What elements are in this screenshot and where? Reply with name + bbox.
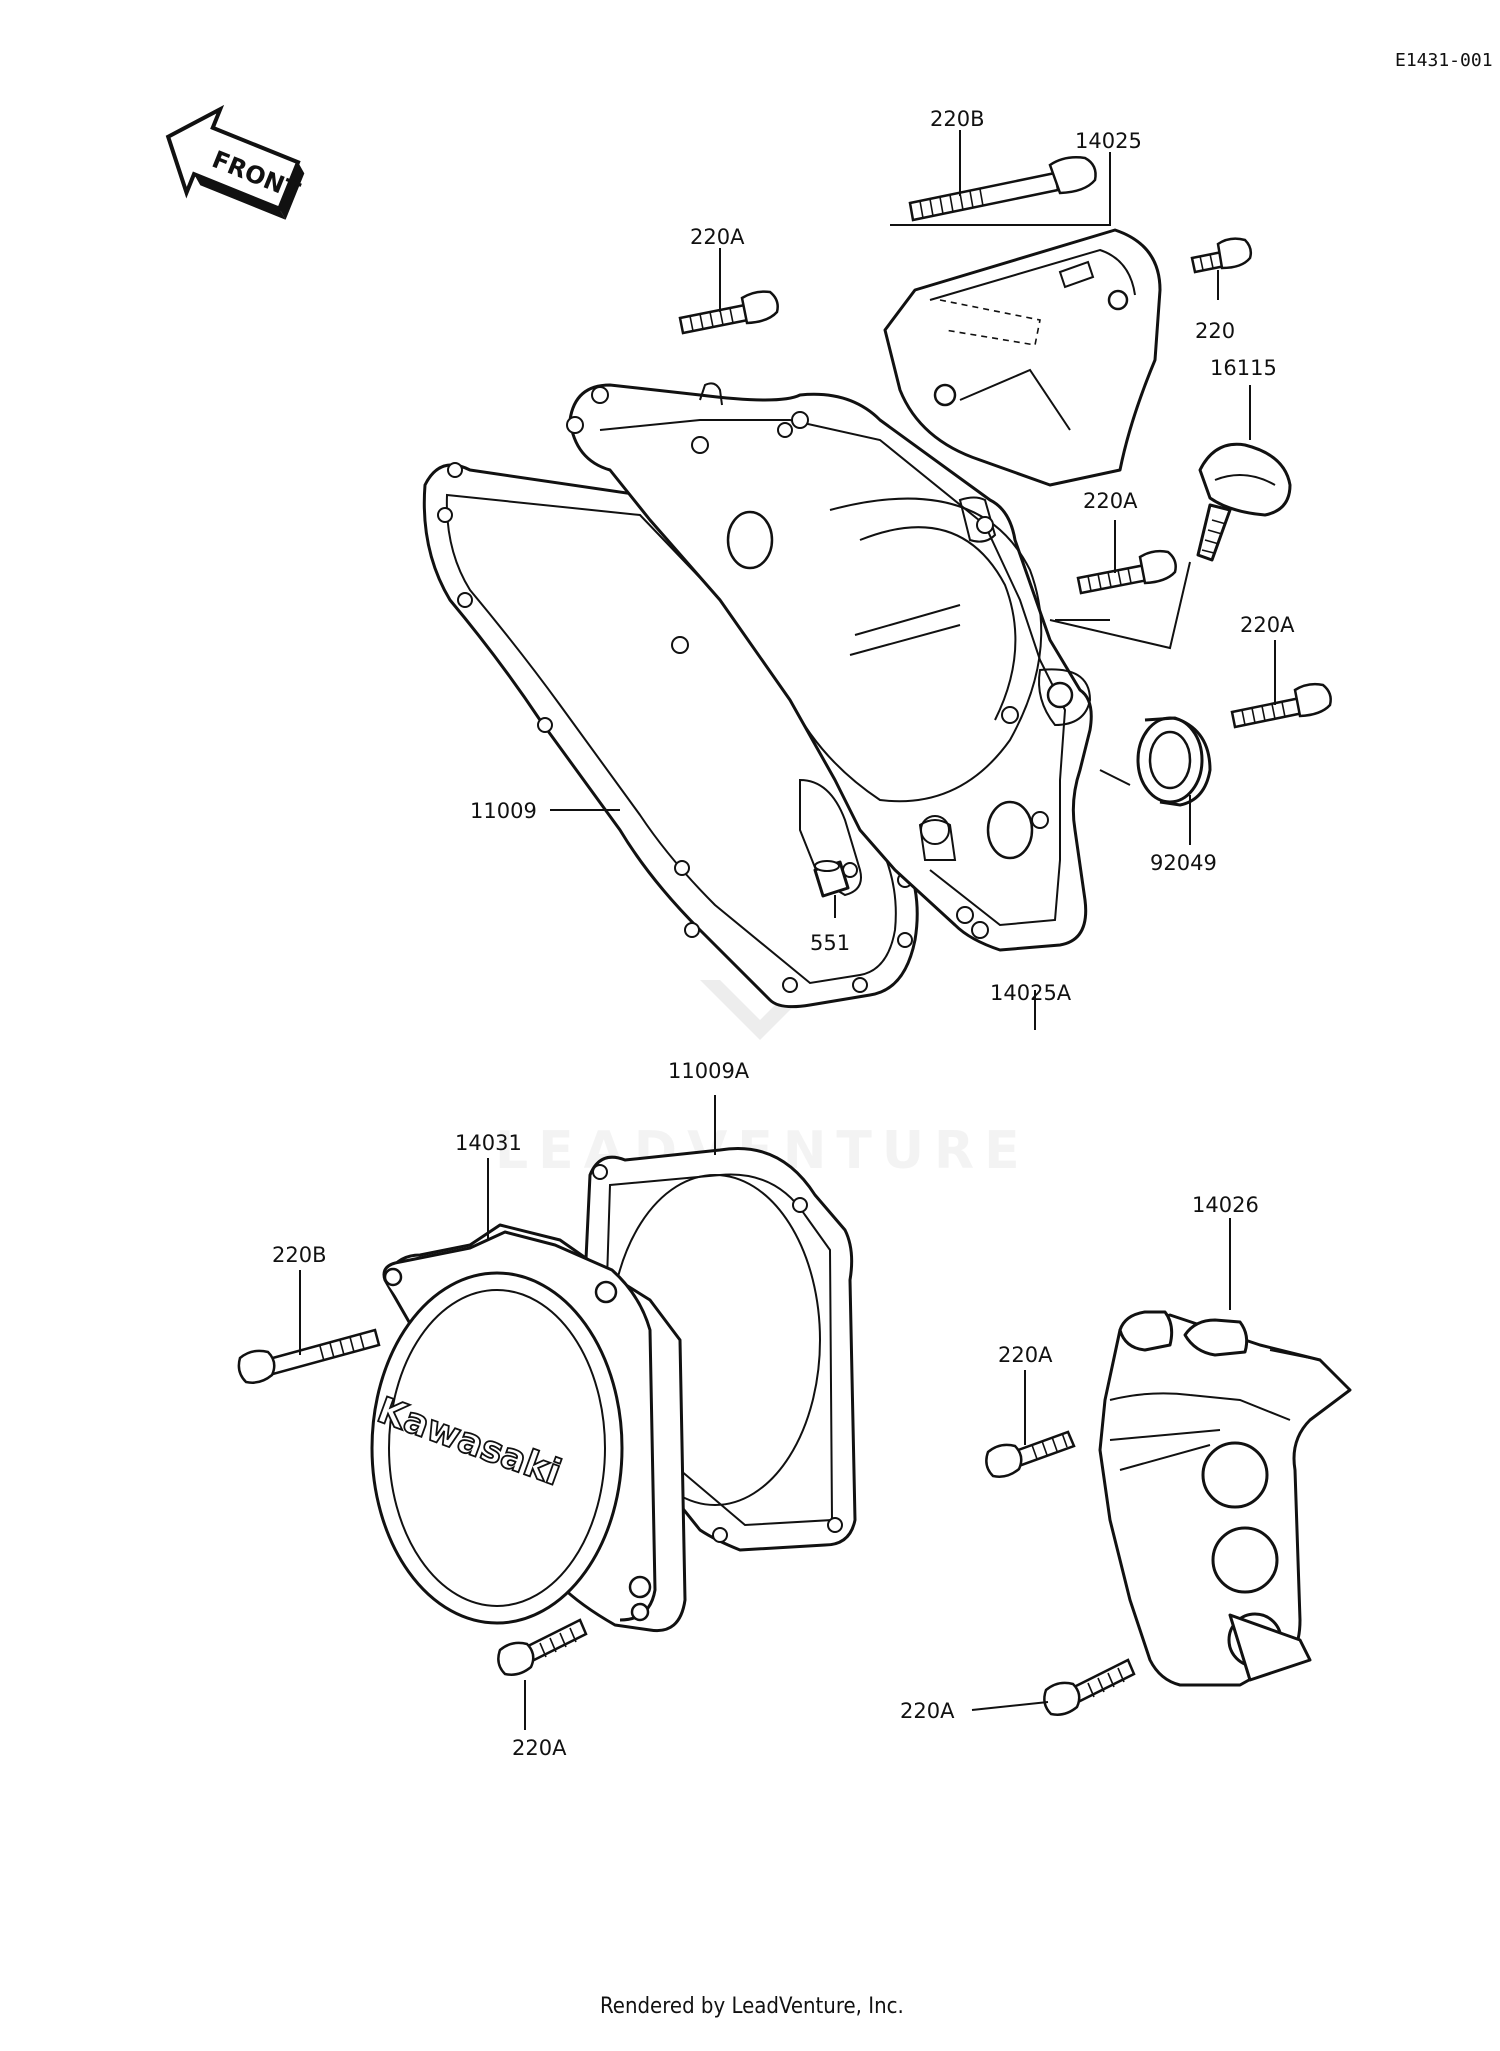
label-220: 220 — [1195, 319, 1235, 343]
label-14031: 14031 — [455, 1131, 522, 1155]
part-220B-bolt-left — [237, 1328, 381, 1384]
part-16115-oil-cap — [1196, 442, 1292, 562]
label-14025: 14025 — [1075, 129, 1142, 153]
label-220A-mid1: 220A — [1083, 489, 1138, 513]
part-14025A-clutch-cover — [566, 382, 1093, 952]
part-220A-bolt-top — [678, 290, 779, 335]
label-11009A: 11009A — [668, 1059, 750, 1083]
label-220B-left: 220B — [272, 1243, 327, 1267]
label-551: 551 — [810, 931, 850, 955]
part-220A-bolt-right1 — [985, 1430, 1076, 1478]
label-220A-top: 220A — [690, 225, 745, 249]
label-220A-right2: 220A — [900, 1699, 955, 1723]
part-14025-cover — [883, 228, 1162, 487]
part-labels: 220B 14025 220A 220 16115 220A 220A 1100… — [272, 107, 1295, 1760]
part-220A-bolt-mid2 — [1230, 682, 1332, 729]
front-arrow-icon: FRONT — [165, 104, 305, 220]
label-11009: 11009 — [470, 799, 537, 823]
part-14031-generator-cover: Kawasaki — [370, 1223, 687, 1633]
part-220A-bolt-mid1 — [1076, 549, 1177, 595]
part-92049-oil-seal — [1136, 716, 1212, 807]
label-220A-right1: 220A — [998, 1343, 1053, 1367]
label-14026: 14026 — [1192, 1193, 1259, 1217]
part-220A-bolt-bottom — [497, 1618, 588, 1676]
label-92049: 92049 — [1150, 851, 1217, 875]
label-16115: 16115 — [1210, 356, 1277, 380]
label-220A-mid2: 220A — [1240, 613, 1295, 637]
part-220B-bolt-top — [908, 156, 1097, 222]
leader-lines — [299, 130, 1276, 1730]
part-551-dowel-pin — [813, 860, 850, 898]
label-220B-top: 220B — [930, 107, 985, 131]
part-220-bolt — [1190, 237, 1253, 274]
diagram-code: E1431-001 — [1395, 50, 1493, 71]
footer-credit: Rendered by LeadVenture, Inc. — [600, 1994, 904, 2019]
label-14025A: 14025A — [990, 981, 1072, 1005]
part-220A-bolt-right2 — [1043, 1658, 1136, 1716]
label-220A-bottom: 220A — [512, 1736, 567, 1760]
part-14026-sprocket-cover — [1098, 1310, 1352, 1687]
